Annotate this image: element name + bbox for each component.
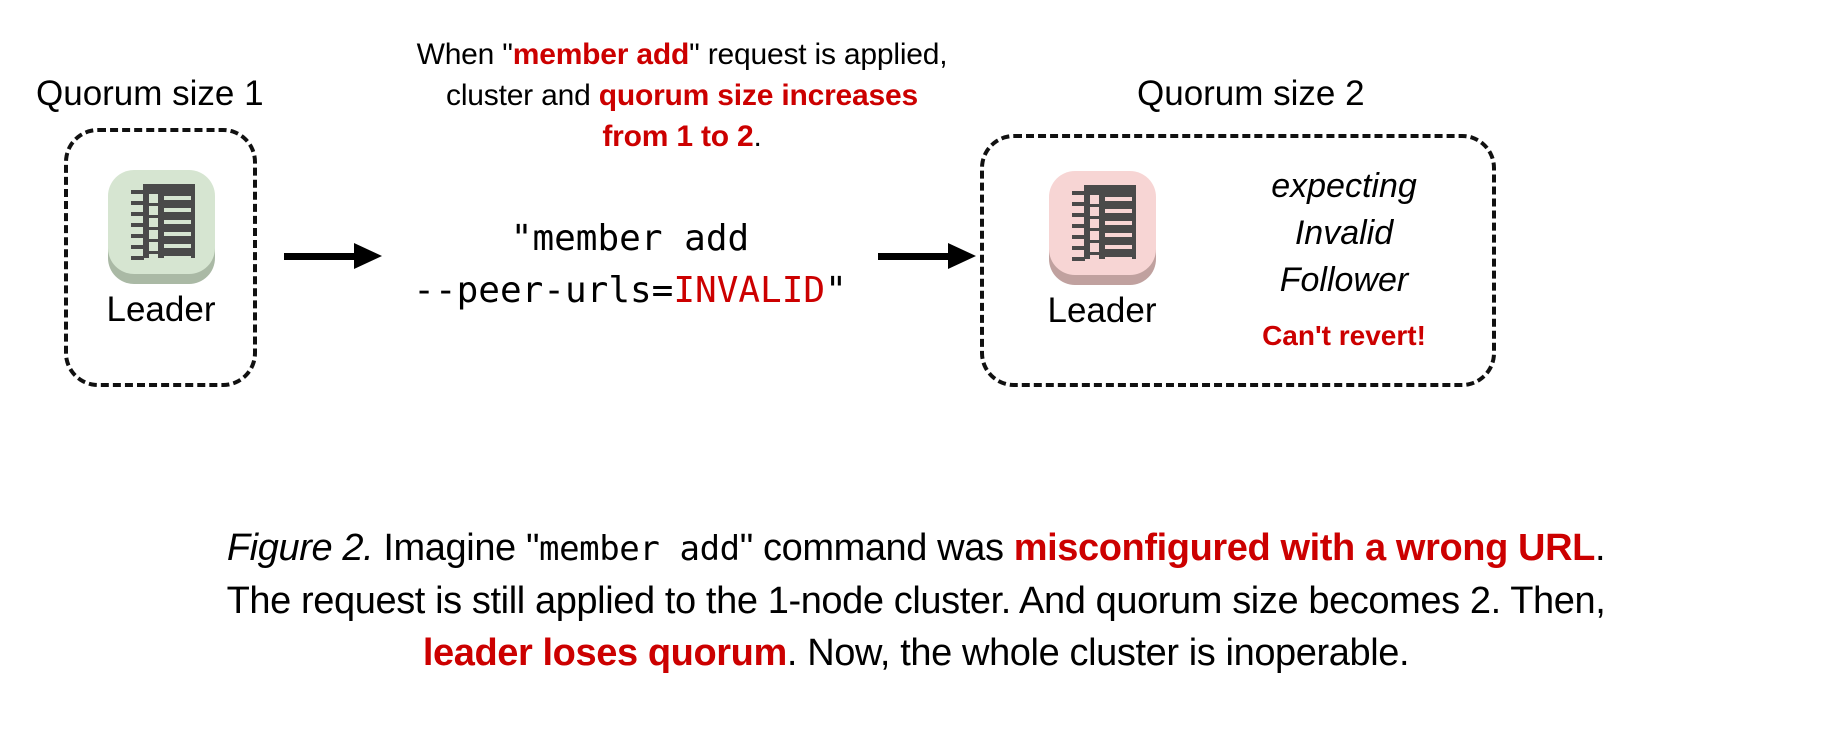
command-line-1: "member add (510, 218, 750, 259)
icon-rack-tick (130, 212, 144, 216)
annotation-line1-prefix: When " (416, 38, 513, 71)
cluster-box-right (980, 134, 1496, 387)
server-rack-icon (105, 162, 218, 284)
annotation-line1-emphasis: member add (512, 38, 690, 71)
arrow-shaft (878, 253, 952, 260)
icon-rack-led (148, 254, 158, 263)
icon-rack-tick (1071, 235, 1085, 239)
annotation-line-1: When "member add" request is applied, (376, 34, 988, 75)
node-leader-right: Leader (1034, 163, 1170, 331)
command-closing-quote: " (825, 270, 847, 311)
cluster-heading-left: Quorum size 1 (36, 74, 264, 113)
status-line-3: Follower (1279, 261, 1409, 299)
icon-rack-led (148, 194, 158, 203)
caption-part-4: . Now, the whole cluster is inoperable. (786, 632, 1410, 674)
arrow-head (354, 243, 382, 269)
icon-rack-line (1104, 197, 1132, 201)
icon-rack-tick (1071, 224, 1085, 228)
icon-rack-line (1104, 221, 1132, 225)
icon-rack-led (1089, 243, 1099, 252)
cluster-box-left (64, 128, 257, 387)
caption-emphasis-2: leader loses quorum (422, 632, 787, 674)
command-text: "member add --peer-urls=INVALID" (400, 213, 860, 317)
icon-rack-tick (130, 223, 144, 227)
arrow-shaft (284, 253, 358, 260)
icon-rack-led (1089, 219, 1099, 228)
caption-emphasis-1: misconfigured with a wrong URL (1013, 527, 1596, 569)
cluster-status-right: expecting Invalid Follower Can't revert! (1216, 163, 1472, 356)
icon-rack-tick (130, 201, 144, 205)
node-leader-left: Leader (93, 162, 229, 330)
arrow-head (948, 243, 976, 269)
icon-rack-line (1104, 245, 1132, 249)
annotation-line2-emphasis: quorum size increases (598, 79, 918, 112)
node-label-left: Leader (106, 290, 216, 329)
arrow-apply-request (284, 243, 382, 269)
node-label-right: Leader (1047, 291, 1157, 330)
annotation-line2-prefix: cluster and (446, 79, 599, 112)
figure-caption: Figure 2. Imagine "member add" command w… (46, 522, 1786, 679)
annotation-line3-emphasis: from 1 to 2 (602, 120, 754, 153)
icon-rack-tick (130, 256, 144, 260)
icon-rack-led (148, 230, 158, 239)
command-invalid-value: INVALID (673, 270, 826, 311)
status-warning-badge: Can't revert! (1262, 320, 1426, 351)
icon-rack-led (148, 206, 158, 215)
icon-rack-tick (1071, 257, 1085, 261)
status-line-1: expecting (1271, 167, 1417, 205)
figure-label: Figure 2. (226, 527, 374, 569)
status-line-2: Invalid (1294, 214, 1394, 252)
top-annotation-text: When "member add" request is applied, cl… (376, 34, 988, 157)
annotation-line1-suffix: " request is applied, (689, 38, 948, 71)
caption-command: member add (539, 529, 740, 569)
command-flag: --peer-urls= (413, 270, 674, 311)
arrow-resulting-state (878, 243, 976, 269)
icon-rack-tick (130, 190, 144, 194)
icon-rack-led (1089, 231, 1099, 240)
icon-rack-tick (130, 234, 144, 238)
icon-rack-tick (1071, 202, 1085, 206)
icon-rack-line (163, 244, 191, 248)
caption-line-3: leader loses quorum. Now, the whole clus… (46, 627, 1786, 679)
caption-part-3: . (1594, 527, 1606, 569)
annotation-line3-suffix: . (753, 120, 762, 153)
icon-rack-tick (1071, 213, 1085, 217)
icon-rack-line (1104, 209, 1132, 213)
icon-rack-line (163, 220, 191, 224)
icon-rack-led (1089, 207, 1099, 216)
icon-rack-tick (1071, 246, 1085, 250)
icon-rack-led (148, 242, 158, 251)
server-rack-icon (1046, 163, 1159, 285)
caption-line-2: The request is still applied to the 1-no… (226, 580, 1606, 622)
cluster-heading-right: Quorum size 2 (1137, 74, 1365, 113)
annotation-line-2: cluster and quorum size increases (376, 75, 988, 116)
annotation-line-3: from 1 to 2. (376, 116, 988, 157)
icon-rack-line (163, 196, 191, 200)
icon-rack-line (163, 208, 191, 212)
icon-rack-line (163, 256, 191, 260)
caption-part-2: " command was (739, 527, 1014, 569)
icon-rack-tick (130, 245, 144, 249)
caption-line-1: Figure 2. Imagine "member add" command w… (46, 522, 1786, 575)
icon-rack-tick (1071, 191, 1085, 195)
command-line-2: --peer-urls=INVALID" (400, 265, 860, 317)
icon-rack-line (163, 232, 191, 236)
icon-rack-led (1089, 255, 1099, 264)
icon-rack-led (1089, 195, 1099, 204)
caption-part-1: Imagine " (373, 527, 540, 569)
icon-rack-line (1104, 233, 1132, 237)
icon-rack-led (148, 218, 158, 227)
icon-rack-line (1104, 257, 1132, 261)
